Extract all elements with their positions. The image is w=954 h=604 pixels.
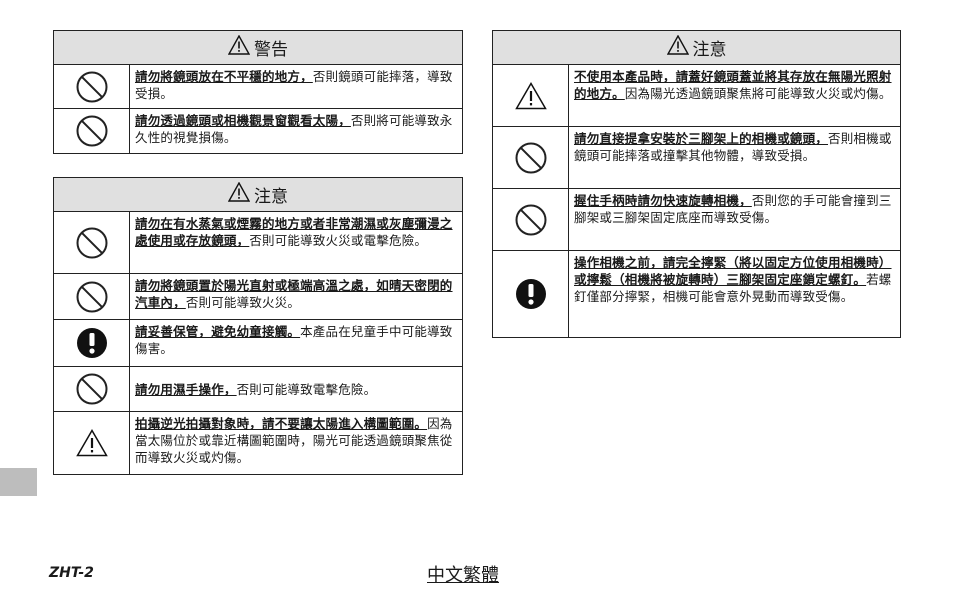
- caution-row-detail: 若螺釘僅部分擰緊，相機可能會意外晃動而導致受傷。: [574, 272, 892, 304]
- caution-row-detail: 因為當太陽位於或靠近構圖範圍時，陽光可能透過鏡頭聚焦從而導致火災或灼傷。: [135, 416, 453, 465]
- caution-table-header: 注意: [54, 178, 462, 212]
- caution-row-text: 操作相機之前，請完全擰緊（將以固定方位使用相機時）或擰鬆（相機將被旋轉時）三腳架…: [569, 251, 900, 337]
- warning-row-text: 請勿將鏡頭放在不平穩的地方，否則鏡頭可能摔落，導致受損。: [130, 65, 462, 108]
- caution-row: 請勿將鏡頭置於陽光直射或極端高溫之處，如晴天密閉的汽車內，否則可能導致火災。: [54, 274, 462, 320]
- mandatory-action-icon: [493, 251, 569, 337]
- warning-row-emphasis: 請勿透過鏡頭或相機觀景窗觀看太陽，: [135, 113, 351, 128]
- warning-triangle-icon: [227, 34, 254, 60]
- caution-row-detail: 因為陽光透過鏡頭聚焦將可能導致火災或灼傷。: [624, 86, 892, 101]
- prohibition-icon: [493, 189, 569, 250]
- warning-row-detail: 否則鏡頭可能摔落，導致受損。: [135, 69, 453, 101]
- caution-row-text: 請勿在有水蒸氣或煙霧的地方或者非常潮濕或灰塵彌漫之處使用或存放鏡頭，否則可能導致…: [130, 212, 462, 273]
- caution-row-detail: 否則您的手可能會撞到三腳架或三腳架固定底座而導致受傷。: [574, 193, 892, 225]
- caution-row: 不使用本產品時，請蓋好鏡頭蓋並將其存放在無陽光照射的地方。因為陽光透過鏡頭聚焦將…: [493, 65, 900, 127]
- caution-row: 請勿用濕手操作，否則可能導致電擊危險。: [54, 367, 462, 412]
- caution-table-title: 注意: [254, 187, 288, 207]
- warning-row-emphasis: 請勿將鏡頭放在不平穩的地方，: [135, 69, 313, 84]
- caution-table-left: 注意 請勿在有水蒸氣或煙霧的地方或者非常潮濕或灰塵彌漫之處使用或存放鏡頭，否則可…: [53, 177, 463, 475]
- prohibition-icon: [54, 367, 130, 411]
- caution-row-emphasis: 請勿用濕手操作，: [135, 382, 237, 397]
- caution-row-text: 拍攝逆光拍攝對象時，請不要讓太陽進入構圖範圍。因為當太陽位於或靠近構圖範圍時，陽…: [130, 412, 462, 474]
- caution-row-detail: 否則可能導致火災或電擊危險。: [249, 233, 428, 248]
- caution-table-right: 注意 不使用本產品時，請蓋好鏡頭蓋並將其存放在無陽光照射的地方。因為陽光透過鏡頭…: [492, 30, 901, 338]
- warning-row: 請勿將鏡頭放在不平穩的地方，否則鏡頭可能摔落，導致受損。: [54, 65, 462, 109]
- prohibition-icon: [493, 127, 569, 188]
- prohibition-icon: [54, 274, 130, 319]
- caution-row-emphasis: 請妥善保管，避免幼童接觸。: [135, 324, 301, 339]
- caution-row-text: 請勿直接提拿安裝於三腳架上的相機或鏡頭，否則相機或鏡頭可能摔落或撞擊其他物體，導…: [569, 127, 900, 188]
- caution-row-text: 請勿將鏡頭置於陽光直射或極端高溫之處，如晴天密閉的汽車內，否則可能導致火災。: [130, 274, 462, 319]
- caution-triangle-icon: [666, 34, 693, 60]
- caution-table-header: 注意: [493, 31, 900, 65]
- warning-table: 警告 請勿將鏡頭放在不平穩的地方，否則鏡頭可能摔落，導致受損。 請勿透過鏡頭或相…: [53, 30, 463, 154]
- warning-table-header: 警告: [54, 31, 462, 65]
- caution-row-detail: 否則可能導致火災。: [185, 295, 301, 310]
- prohibition-icon: [54, 109, 130, 153]
- caution-row-text: 請勿用濕手操作，否則可能導致電擊危險。: [130, 367, 462, 411]
- caution-row: 拍攝逆光拍攝對象時，請不要讓太陽進入構圖範圍。因為當太陽位於或靠近構圖範圍時，陽…: [54, 412, 462, 474]
- caution-row-detail: 否則可能導致電擊危險。: [236, 382, 377, 397]
- caution-row-emphasis: 請勿在有水蒸氣或煙霧的地方或者非常潮濕或灰塵彌漫之處使用或存放鏡頭，: [135, 216, 453, 248]
- caution-row-detail: 否則相機或鏡頭可能摔落或撞擊其他物體，導致受損。: [574, 131, 892, 163]
- caution-row-text: 不使用本產品時，請蓋好鏡頭蓋並將其存放在無陽光照射的地方。因為陽光透過鏡頭聚焦將…: [569, 65, 900, 126]
- caution-row-emphasis: 拍攝逆光拍攝對象時，請不要讓太陽進入構圖範圍。: [135, 416, 428, 431]
- caution-row-text: 握住手柄時請勿快速旋轉相機，否則您的手可能會撞到三腳架或三腳架固定底座而導致受傷…: [569, 189, 900, 250]
- caution-triangle-icon: [493, 65, 569, 126]
- warning-row-detail: 否則將可能導致永久性的視覺損傷。: [135, 113, 453, 145]
- page-number: ZHT-2: [49, 565, 94, 581]
- caution-table-title: 注意: [692, 40, 727, 60]
- caution-row-emphasis: 請勿將鏡頭置於陽光直射或極端高溫之處，如晴天密閉的汽車內，: [135, 278, 453, 310]
- mandatory-action-icon: [54, 320, 130, 366]
- caution-row: 請勿在有水蒸氣或煙霧的地方或者非常潮濕或灰塵彌漫之處使用或存放鏡頭，否則可能導致…: [54, 212, 462, 274]
- caution-triangle-icon: [227, 181, 254, 207]
- caution-row: 握住手柄時請勿快速旋轉相機，否則您的手可能會撞到三腳架或三腳架固定底座而導致受傷…: [493, 189, 900, 251]
- section-side-tab: [0, 468, 37, 496]
- warning-row-text: 請勿透過鏡頭或相機觀景窗觀看太陽，否則將可能導致永久性的視覺損傷。: [130, 109, 462, 153]
- warning-row: 請勿透過鏡頭或相機觀景窗觀看太陽，否則將可能導致永久性的視覺損傷。: [54, 109, 462, 153]
- caution-triangle-icon: [54, 412, 130, 474]
- prohibition-icon: [54, 65, 130, 108]
- caution-row-emphasis: 操作相機之前，請完全擰緊（將以固定方位使用相機時）或擰鬆（相機將被旋轉時）三腳架…: [574, 255, 892, 287]
- language-label: 中文繁體: [427, 565, 499, 586]
- caution-row: 請妥善保管，避免幼童接觸。本產品在兒童手中可能導致傷害。: [54, 320, 462, 367]
- caution-row: 操作相機之前，請完全擰緊（將以固定方位使用相機時）或擰鬆（相機將被旋轉時）三腳架…: [493, 251, 900, 337]
- caution-row-emphasis: 請勿直接提拿安裝於三腳架上的相機或鏡頭，: [574, 131, 829, 146]
- prohibition-icon: [54, 212, 130, 273]
- caution-row-detail: 本產品在兒童手中可能導致傷害。: [135, 324, 453, 356]
- caution-row-emphasis: 不使用本產品時，請蓋好鏡頭蓋並將其存放在無陽光照射的地方。: [574, 69, 892, 101]
- caution-row-emphasis: 握住手柄時請勿快速旋轉相機，: [574, 193, 752, 208]
- caution-row: 請勿直接提拿安裝於三腳架上的相機或鏡頭，否則相機或鏡頭可能摔落或撞擊其他物體，導…: [493, 127, 900, 189]
- caution-row-text: 請妥善保管，避免幼童接觸。本產品在兒童手中可能導致傷害。: [130, 320, 462, 366]
- warning-table-title: 警告: [254, 40, 288, 60]
